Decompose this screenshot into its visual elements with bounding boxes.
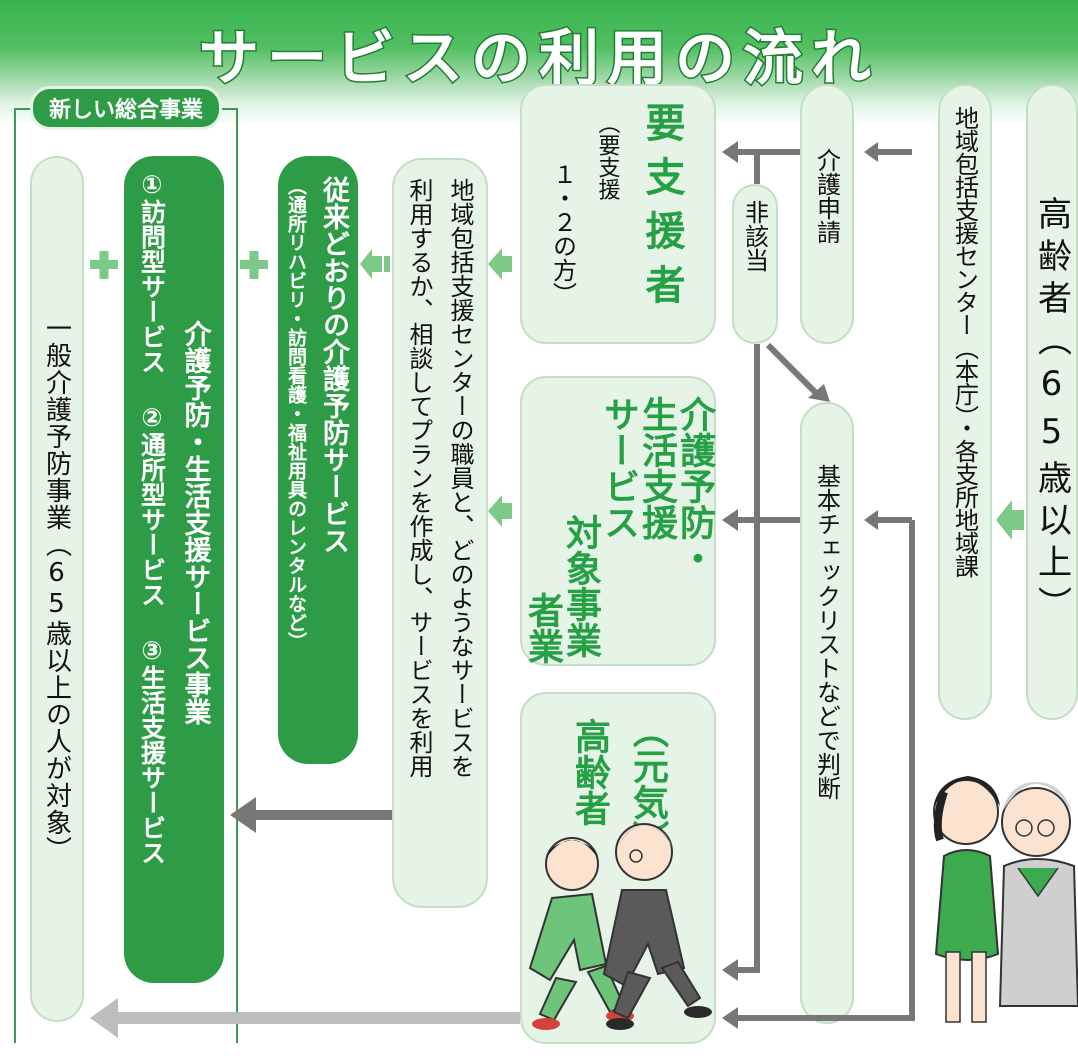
- support-required-title: 要支援者: [638, 102, 685, 318]
- general-prevention-text: 一般介護予防事業（65歳以上の人が対象）: [41, 315, 72, 863]
- target-persons-col4: 対象事業: [560, 514, 601, 658]
- conventional-services-box: 従来どおりの介護予防サービス （通所リハビリ・訪問看護・福祉用具のレンタルなど）: [278, 156, 358, 764]
- support-center-box: 地域包括支援センター（本庁）・各支所地域課: [938, 84, 992, 720]
- support-required-box: 要支援者 （要支援 １・２の方）: [520, 84, 716, 344]
- care-application-text: 介護申請: [812, 148, 841, 244]
- comprehensive-services-box: 介護予防・生活支援サービス事業 ①訪問型サービス ②通所型サービス ③生活支援サ…: [124, 156, 224, 983]
- conventional-services-title: 従来どおりの介護予防サービス: [318, 176, 349, 554]
- page-title: サービスの利用の流れ: [198, 23, 879, 96]
- chevron-left-icon: [996, 500, 1024, 540]
- consultation-box: 地域包括支援センターの職員と、どのようなサービスを 利用するか、相談してプランを…: [392, 158, 488, 908]
- comprehensive-services-list: ①訪問型サービス ②通所型サービス ③生活支援サービス: [137, 170, 167, 865]
- comprehensive-services-title: 介護予防・生活支援サービス事業: [179, 320, 211, 725]
- consultation-text-1: 地域包括支援センターの職員と、どのようなサービスを: [446, 178, 474, 778]
- support-required-sub1: （要支援: [594, 112, 620, 200]
- plus-icon: [90, 251, 118, 279]
- healthy-elderly-col2: 高齢者: [569, 718, 610, 826]
- target-persons-col3: サービス: [598, 396, 639, 540]
- general-prevention-box: 一般介護予防事業（65歳以上の人が対象）: [30, 156, 84, 1022]
- new-comprehensive-label: 新しい総合事業: [30, 86, 222, 130]
- chevron-left-icon: [488, 495, 512, 527]
- checklist-box: 基本チェックリストなどで判断: [800, 402, 854, 1024]
- target-persons-box: 介護予防・ 生活支援 サービス 対象事業 者業: [520, 376, 716, 666]
- conventional-services-examples: （通所リハビリ・訪問看護・福祉用具のレンタルなど）: [285, 176, 307, 651]
- elderly-text: 高齢者（65歳以上）: [1031, 196, 1072, 628]
- arrow-head-icon: [722, 141, 878, 1029]
- target-persons-col1: 介護予防・: [674, 396, 715, 576]
- not-applicable-box: 非該当: [732, 184, 778, 344]
- checklist-text: 基本チェックリストなどで判断: [812, 464, 841, 800]
- support-required-sub2: １・２の方）: [548, 162, 577, 306]
- consultation-text-2: 利用するか、相談してプランを作成し、サービスを利用: [405, 178, 433, 778]
- target-persons-col2: 生活支援: [636, 396, 677, 540]
- support-center-text: 地域包括支援センター（本庁）・各支所地域課: [950, 106, 979, 577]
- not-applicable-text: 非該当: [740, 200, 769, 272]
- chevron-left-icon: [488, 248, 512, 280]
- plus-icon: [240, 251, 268, 279]
- care-application-box: 介護申請: [800, 84, 854, 344]
- elderly-box: 高齢者（65歳以上）: [1026, 84, 1078, 720]
- chevron-left-icon: [360, 249, 390, 279]
- target-persons-col5: 者業: [522, 592, 563, 664]
